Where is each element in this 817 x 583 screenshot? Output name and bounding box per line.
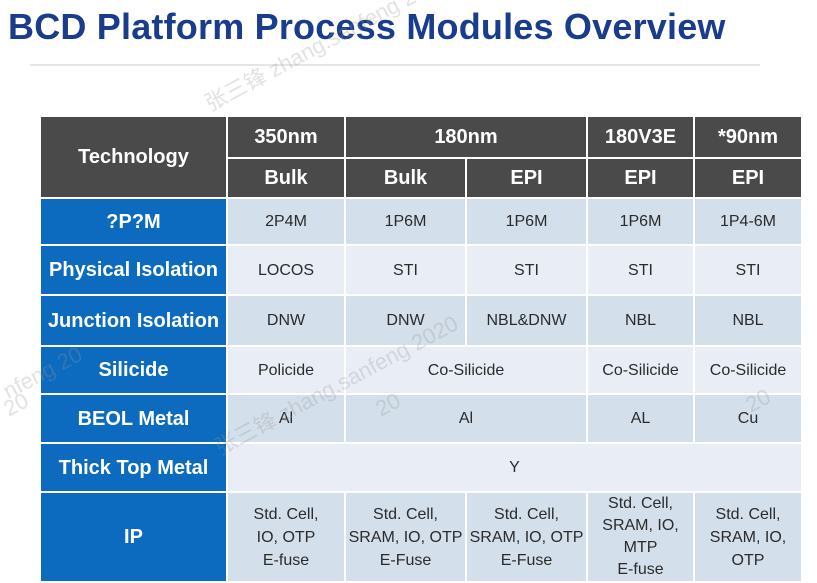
row-label: Junction Isolation	[39, 294, 228, 347]
table-cell: Al	[226, 393, 346, 444]
table-cell: NBL&DNW	[465, 294, 588, 347]
header-type: Bulk	[226, 157, 346, 199]
table-cell: Policide	[226, 345, 346, 395]
row-label: Silicide	[39, 345, 228, 395]
table-cell: AL	[586, 393, 695, 444]
table-cell: Co-Silicide	[693, 345, 803, 395]
table-cell: Al	[344, 393, 588, 444]
table-cell: STI	[465, 244, 588, 296]
header-type: EPI	[693, 157, 803, 199]
header-node-90nm: *90nm	[693, 115, 803, 159]
table-cell: STI	[693, 244, 803, 296]
table-cell: Y	[226, 442, 803, 493]
header-technology: Technology	[39, 115, 228, 199]
table-cell: STI	[344, 244, 467, 296]
header-type: EPI	[465, 157, 588, 199]
header-node-350nm: 350nm	[226, 115, 346, 159]
row-label: IP	[39, 491, 228, 583]
table-cell: 1P6M	[344, 197, 467, 246]
process-modules-table: Technology 350nm 180nm 180V3E *90nm Bulk…	[39, 115, 803, 583]
table-cell: 2P4M	[226, 197, 346, 246]
table-cell: 1P6M	[465, 197, 588, 246]
table-cell: Std. Cell, IO, OTP E-fuse	[226, 491, 346, 583]
table-row: Physical Isolation LOCOS STI STI STI STI	[39, 244, 803, 296]
row-label: Thick Top Metal	[39, 442, 228, 493]
table-cell: Std. Cell, SRAM, IO, MTP E-fuse	[586, 491, 695, 583]
table-row: Silicide Policide Co-Silicide Co-Silicid…	[39, 345, 803, 395]
title-divider	[30, 64, 760, 66]
table-cell: 1P4-6M	[693, 197, 803, 246]
header-node-180v3e: 180V3E	[586, 115, 695, 159]
page-title: BCD Platform Process Modules Overview	[8, 6, 726, 47]
table-row: ?P?M 2P4M 1P6M 1P6M 1P6M 1P4-6M	[39, 197, 803, 246]
row-label: Physical Isolation	[39, 244, 228, 296]
table-row: IP Std. Cell, IO, OTP E-fuse Std. Cell, …	[39, 491, 803, 583]
header-type: EPI	[586, 157, 695, 199]
table-cell: LOCOS	[226, 244, 346, 296]
table-row: BEOL Metal Al Al AL Cu	[39, 393, 803, 444]
table-cell: NBL	[586, 294, 695, 347]
table-cell: Std. Cell, SRAM, IO, OTP E-Fuse	[465, 491, 588, 583]
table-cell: Cu	[693, 393, 803, 444]
table-cell: Co-Silicide	[344, 345, 588, 395]
table-cell: DNW	[226, 294, 346, 347]
table-cell: DNW	[344, 294, 467, 347]
header-node-180nm: 180nm	[344, 115, 588, 159]
table-cell: STI	[586, 244, 695, 296]
table-row: Thick Top Metal Y	[39, 442, 803, 493]
watermark: 20	[0, 387, 33, 422]
table-cell: NBL	[693, 294, 803, 347]
table-cell: Std. Cell, SRAM, IO, OTP E-Fuse	[344, 491, 467, 583]
header-type: Bulk	[344, 157, 467, 199]
row-label: ?P?M	[39, 197, 228, 246]
row-label: BEOL Metal	[39, 393, 228, 444]
table-cell: 1P6M	[586, 197, 695, 246]
table-cell: Co-Silicide	[586, 345, 695, 395]
table-cell: Std. Cell, SRAM, IO, OTP	[693, 491, 803, 583]
table-row: Junction Isolation DNW DNW NBL&DNW NBL N…	[39, 294, 803, 347]
